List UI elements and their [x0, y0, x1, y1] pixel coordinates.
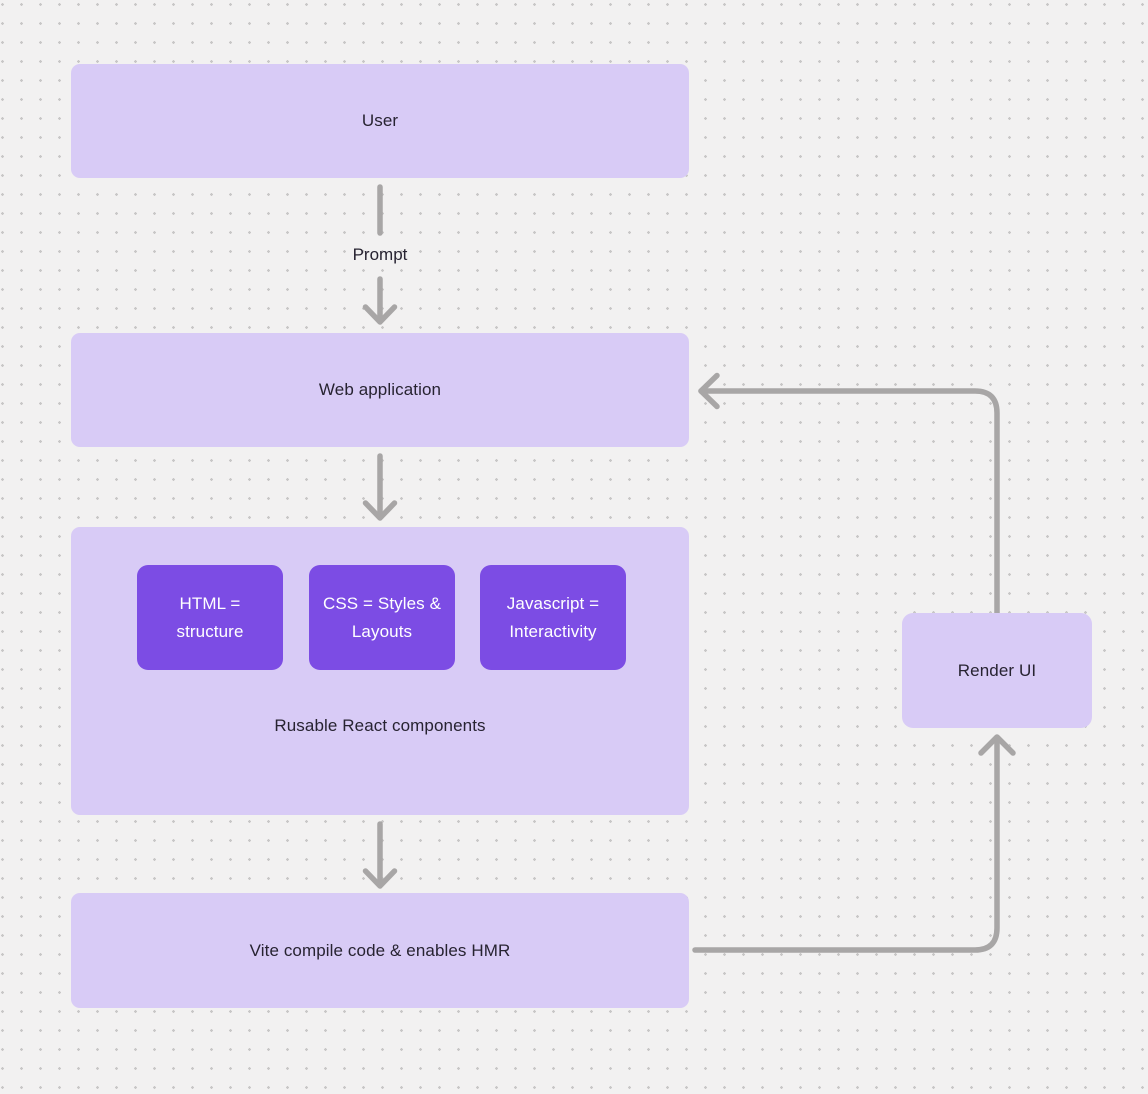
edge-renderui-to-webapp — [698, 388, 1000, 616]
node-html-label: HTML = structure — [176, 593, 244, 641]
node-components-group[interactable]: HTML = structure CSS = Styles & Layouts … — [71, 527, 689, 815]
edge-label-prompt: Prompt — [352, 245, 408, 264]
node-javascript-label: Javascript = Interactivity — [506, 593, 600, 641]
node-user[interactable]: User — [71, 64, 689, 178]
node-vite-label: Vite compile code & enables HMR — [249, 940, 511, 960]
node-css[interactable]: CSS = Styles & Layouts — [309, 565, 455, 670]
node-web-application-label: Web application — [318, 380, 442, 399]
arrow-down-icon — [362, 304, 398, 325]
node-web-application[interactable]: Web application — [71, 333, 689, 447]
arrow-down-icon — [362, 500, 398, 521]
edge-vite-to-renderui — [692, 739, 1000, 953]
node-javascript[interactable]: Javascript = Interactivity — [480, 565, 626, 670]
node-render-ui[interactable]: Render UI — [902, 613, 1092, 728]
node-html[interactable]: HTML = structure — [137, 565, 283, 670]
components-group-caption: Rusable React components — [274, 716, 486, 735]
arrow-up-icon — [978, 734, 1016, 756]
arrow-left-icon — [698, 372, 720, 410]
arrow-down-icon — [362, 868, 398, 889]
node-render-ui-label: Render UI — [957, 660, 1037, 680]
node-css-label: CSS = Styles & Layouts — [322, 593, 442, 641]
node-user-label: User — [361, 111, 399, 130]
node-vite[interactable]: Vite compile code & enables HMR — [71, 893, 689, 1008]
